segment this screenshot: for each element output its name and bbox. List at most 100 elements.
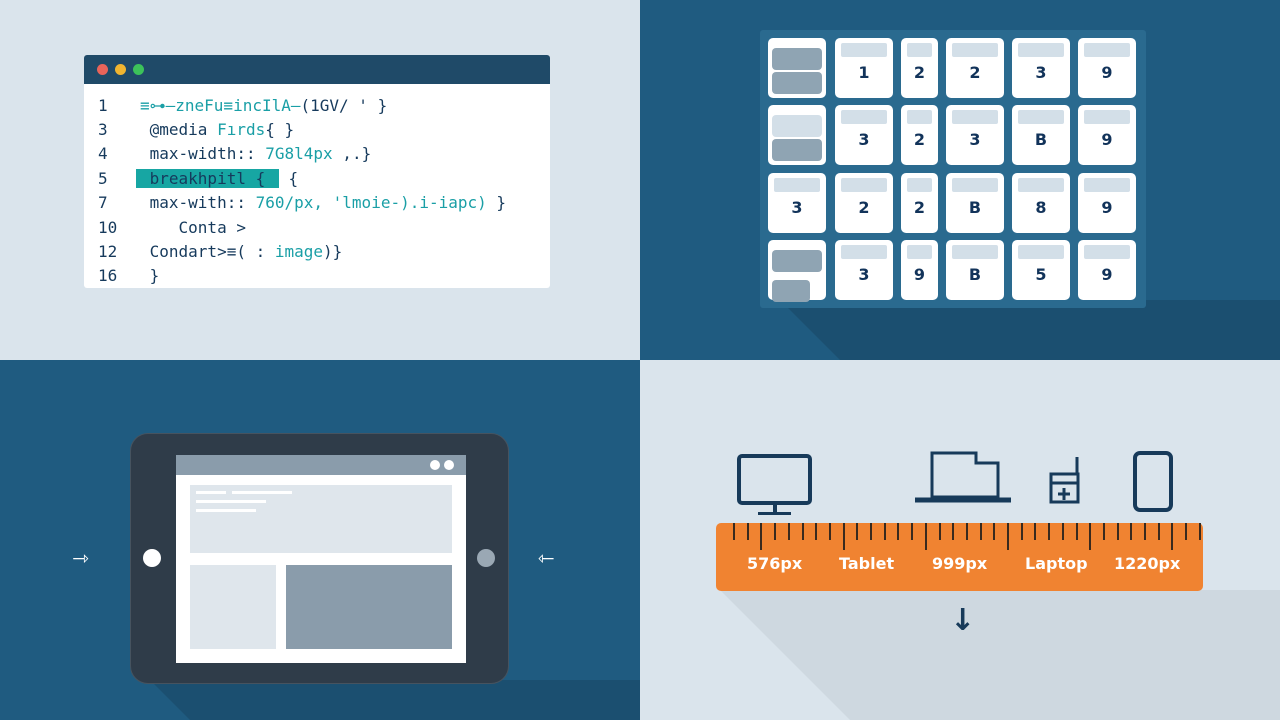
cell-value: 9 [913,264,926,284]
ruler-tick [911,523,914,540]
code-token: { [278,168,299,188]
code-token: ,.} [332,144,372,164]
column-left [190,565,276,649]
code-token: Fırds [217,120,266,140]
grid-cell: 8 [1012,173,1070,233]
line-number: 7 [98,193,108,213]
ruler-tick [787,523,790,540]
code-token: 7G8l4px [265,144,333,164]
ruler-label: 999px [932,554,988,573]
ruler-tick [856,523,859,540]
cell-header-bar [841,43,887,57]
ruler-tick [1007,523,1009,550]
device-icons [737,451,1173,515]
ruler-tick [924,523,927,550]
grid-cell: B [1012,105,1070,165]
desktop-monitor-icon [737,454,812,515]
line-number: 12 [98,242,118,262]
code-token: } [486,193,507,213]
cell-value: 9 [1101,264,1113,284]
grid-cell: 5 [1012,240,1070,300]
cell-header-bar [907,110,932,124]
ruler-tick [1198,523,1201,540]
cell-header-bar [1018,43,1064,57]
ruler-tick [1075,523,1078,540]
grid-cell: 2 [901,105,938,165]
grid-cell: B [946,240,1004,300]
line-number: 16 [98,266,118,286]
line-number: 3 [98,120,108,140]
grid-cell: 9 [1078,105,1136,165]
cell-header-bar [1084,110,1130,124]
browser-bar [176,455,466,475]
cell-value: 2 [969,62,981,82]
cell-value: 3 [858,129,870,149]
grid-cell: 2 [835,173,893,233]
grid-cell [768,38,826,98]
code-line: 3 @media Fırds{ } [90,117,550,141]
cell-value: 2 [858,197,870,217]
cell-header-bar [1084,43,1130,57]
cell-header-bar [907,245,932,259]
grid-cell: B [946,173,1004,233]
ruler-tick [1130,523,1133,540]
ruler-tick [965,523,968,540]
grid-cell: 2 [901,173,938,233]
placeholder-bar [772,280,810,302]
placeholder-bar [772,115,822,137]
code-line: 16 } [90,264,550,288]
cell-header-bar [1084,245,1130,259]
code-token: } [140,266,160,286]
grid-cell: 3 [946,105,1004,165]
tablet-screen [176,455,466,663]
ruler-tick [828,523,831,540]
ruler-label: 1220px [1114,554,1181,573]
ruler-tick [1144,523,1146,540]
code-token: Conta > [140,217,246,237]
grid-cell: 3 [1012,38,1070,98]
ruler-tick [842,523,845,550]
tablet-icon [1133,451,1173,512]
cell-header-bar [907,43,932,57]
cell-value: 1 [858,62,870,82]
resize-handle-right[interactable] [477,549,495,567]
code-token: Condart>≡( : [140,242,275,262]
code-token: max-width:: [140,144,266,164]
browser-dot[interactable] [444,460,454,470]
cell-value: 3 [1035,62,1047,82]
ruler-tick [1020,523,1023,540]
resize-handle-left[interactable] [143,549,161,567]
laptop-icon [915,451,1011,503]
cell-value: 3 [858,264,870,284]
code-line: 1≡⊶—zneFu≡incIlA—(1GV/ ' } [90,93,550,117]
cell-value: 9 [1101,129,1113,149]
breakpoint-ruler: 576px Tablet 999px Laptop 1220px [716,523,1203,591]
window-control-dot[interactable] [97,64,108,75]
ruler-tick [746,523,749,540]
code-line: 10 Conta > [90,215,550,239]
cell-value: 3 [791,197,803,217]
grid-cell: 9 [901,240,938,300]
code-line: 4 max-width:: 7G8l4px ,.} [90,142,550,166]
window-control-dot[interactable] [115,64,126,75]
ruler-tick [897,523,900,540]
code-token: @media [140,120,218,140]
column-right [286,565,452,649]
ruler-tick [1116,523,1119,540]
cell-value: B [1034,129,1048,149]
ruler-label: 576px [747,554,803,573]
browser-dot[interactable] [430,460,440,470]
placeholder-bar [772,72,822,94]
ruler-tick [1089,523,1092,550]
window-control-dot[interactable] [133,64,144,75]
cell-value: 3 [969,129,981,149]
ruler-tick [938,523,941,540]
small-device-icon [1049,457,1080,504]
grid-cell: 3 [835,240,893,300]
ruler-label: Tablet [839,554,895,573]
ruler-tick [1061,523,1064,540]
ruler-tick [815,523,818,540]
ruler-tick [883,523,886,540]
cell-header-bar [952,178,998,192]
placeholder-bar [772,139,822,161]
